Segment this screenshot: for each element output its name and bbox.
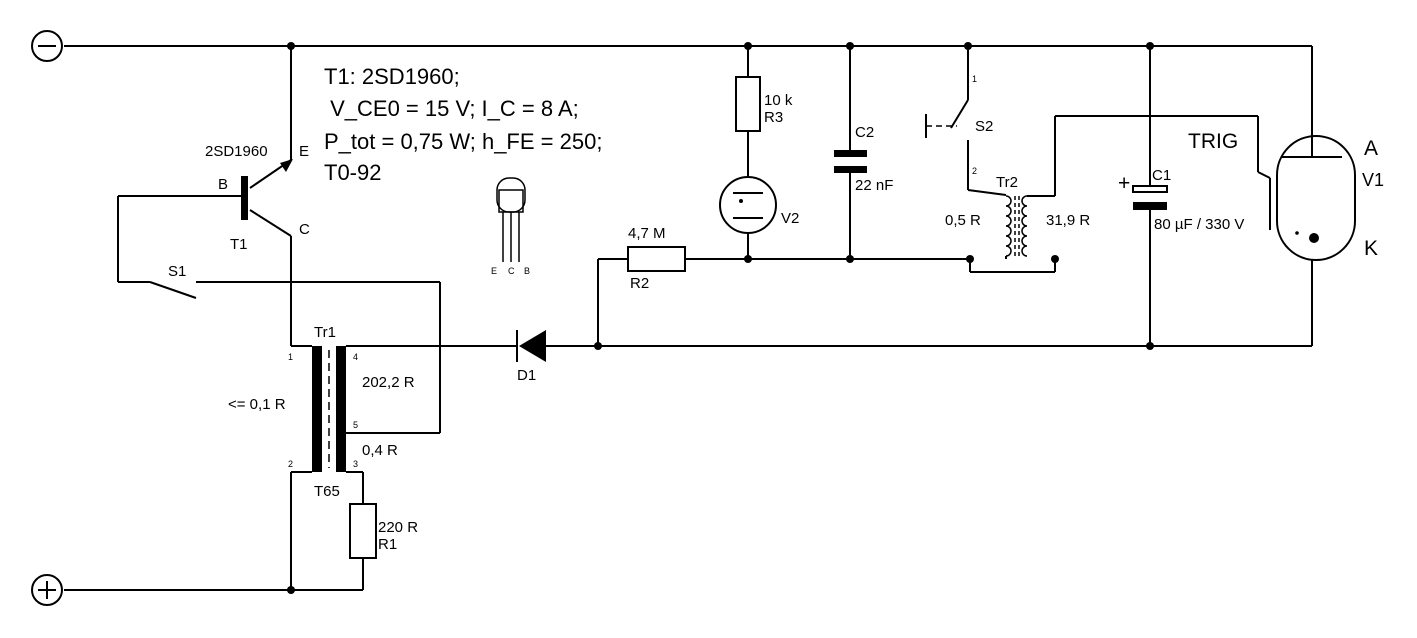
spec-line-4: T0-92 xyxy=(324,160,381,185)
capacitor-c2: C2 22 nF xyxy=(834,46,893,259)
s2-ref: S2 xyxy=(975,118,993,135)
tr1-pin3: 3 xyxy=(353,459,358,469)
resistor-r2: 4,7 M R2 xyxy=(597,225,970,346)
glow-lamp-v2: V2 xyxy=(719,176,799,259)
spec-line-2: V_CE0 = 15 V; I_C = 8 A; xyxy=(324,96,579,121)
tr1-pin2: 2 xyxy=(288,459,293,469)
tr1-secondary-r: 202,2 R xyxy=(362,374,415,391)
tr1-primary-r: <= 0,1 R xyxy=(228,396,286,413)
c1-polarity: + xyxy=(1118,172,1130,195)
d1-ref: D1 xyxy=(517,367,536,384)
to92-package-icon: E C B xyxy=(491,177,530,276)
c1-ref: C1 xyxy=(1152,167,1171,184)
pkg-pin-e: E xyxy=(491,266,497,276)
s2-pin2: 2 xyxy=(972,166,977,176)
t1-pin-b: B xyxy=(218,176,228,193)
tr1-pin1: 1 xyxy=(288,352,293,362)
r3-value: 10 k xyxy=(764,92,793,109)
s1-ref: S1 xyxy=(168,263,186,280)
flash-tube-v1: TRIG A V1 K xyxy=(1188,130,1384,346)
tr2-primary-r: 0,5 R xyxy=(945,212,981,229)
r3-ref: R3 xyxy=(764,109,783,126)
resistor-r3: 10 k R3 xyxy=(735,46,793,176)
v2-ref: V2 xyxy=(781,210,799,227)
transformer-tr1: Tr1 1 4 5 2 3 202,2 R <= 0,1 R 0,4 R T65 xyxy=(228,324,490,500)
v1-ref: V1 xyxy=(1362,170,1384,190)
diode-d1: D1 xyxy=(490,330,1312,384)
c2-ref: C2 xyxy=(855,124,874,141)
c2-value: 22 nF xyxy=(855,177,893,194)
junction-dots xyxy=(287,42,1154,594)
pkg-pin-c: C xyxy=(508,266,515,276)
v1-cathode: K xyxy=(1364,237,1378,260)
v1-anode: A xyxy=(1364,137,1378,160)
tr1-pin5: 5 xyxy=(353,420,358,430)
tr2-secondary-r: 31,9 R xyxy=(1046,212,1090,229)
spec-line-1: T1: 2SD1960; xyxy=(324,64,460,89)
spec-line-3: P_tot = 0,75 W; h_FE = 250; xyxy=(324,129,602,154)
t1-ref: T1 xyxy=(230,236,248,253)
t1-part-label: 2SD1960 xyxy=(205,143,268,160)
negative-rail xyxy=(64,45,1313,136)
t1-pin-e: E xyxy=(299,143,309,160)
transistor-spec: T1: 2SD1960; V_CE0 = 15 V; I_C = 8 A; P_… xyxy=(324,64,602,185)
tr1-tap-r: 0,4 R xyxy=(362,442,398,459)
t1-pin-c: C xyxy=(299,221,310,238)
resistor-r1: 220 R R1 xyxy=(290,472,418,590)
transistor-t1: 2SD1960 B T1 C E xyxy=(118,46,310,346)
v1-trig: TRIG xyxy=(1188,130,1238,153)
r1-value: 220 R xyxy=(378,519,418,536)
switch-s2: 1 2 S2 xyxy=(925,46,1007,196)
tr1-pin4: 4 xyxy=(353,352,358,362)
switch-s1: S1 xyxy=(117,196,441,433)
r1-ref: R1 xyxy=(378,536,397,553)
r2-ref: R2 xyxy=(630,275,649,292)
positive-terminal xyxy=(31,574,63,606)
tr2-ref: Tr2 xyxy=(996,174,1018,191)
negative-terminal xyxy=(31,30,63,62)
r2-value: 4,7 M xyxy=(628,225,666,242)
tr1-ref: Tr1 xyxy=(314,324,336,341)
c1-value: 80 µF / 330 V xyxy=(1154,216,1244,233)
tr1-type: T65 xyxy=(314,483,340,500)
pkg-pin-b: B xyxy=(524,266,530,276)
s2-pin1: 1 xyxy=(972,74,977,84)
capacitor-c1: + C1 80 µF / 330 V xyxy=(1118,46,1244,346)
transformer-tr2: Tr2 0,5 R 31,9 R xyxy=(945,115,1271,273)
